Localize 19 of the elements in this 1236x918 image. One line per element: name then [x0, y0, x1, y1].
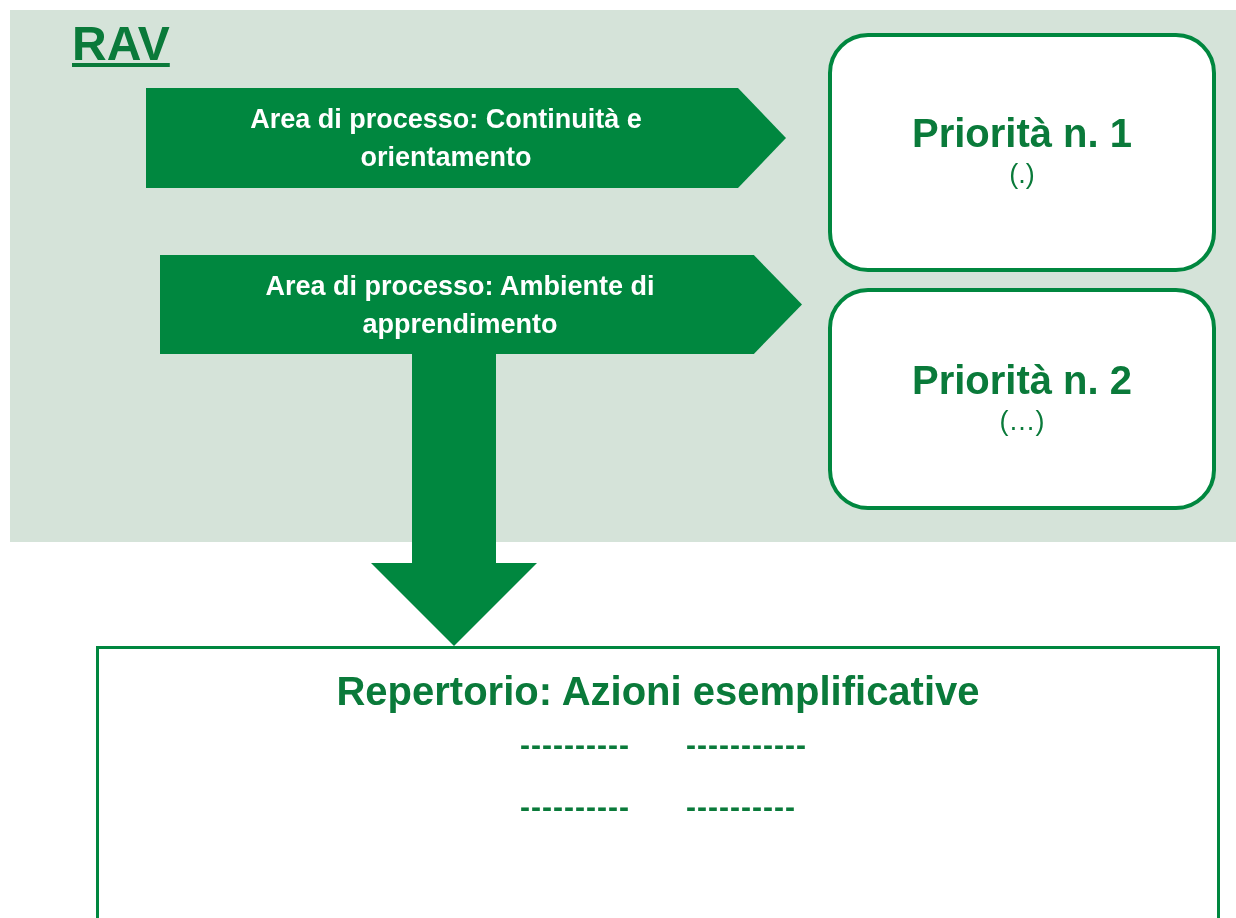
- process-area-text: Area di processo: Continuità e orientamento: [249, 103, 643, 174]
- priority-title: Priorità n. 1: [911, 110, 1133, 157]
- priority-note: (…): [999, 405, 1045, 438]
- priority-title: Priorità n. 2: [911, 357, 1133, 404]
- repertoire-box: [96, 646, 1220, 918]
- panel-background: [10, 10, 1236, 542]
- chevron-arrow-box: [160, 255, 802, 354]
- priority-box: [828, 288, 1216, 510]
- placeholder-dashes: ----------: [520, 727, 630, 763]
- process-area-text: Area di processo: Ambiente di apprendimento: [264, 269, 656, 341]
- repertoire-title: Repertorio: Azioni esemplificative: [335, 668, 981, 715]
- priority-note: (.): [1009, 158, 1035, 191]
- panel-title: RAV: [72, 16, 170, 72]
- chevron-arrow-box: [146, 88, 786, 188]
- placeholder-dashes: -----------: [686, 727, 807, 763]
- block-arrow: [371, 354, 537, 646]
- placeholder-dashes: ----------: [520, 789, 630, 825]
- priority-box: [828, 33, 1216, 272]
- placeholder-dashes: ----------: [686, 789, 796, 825]
